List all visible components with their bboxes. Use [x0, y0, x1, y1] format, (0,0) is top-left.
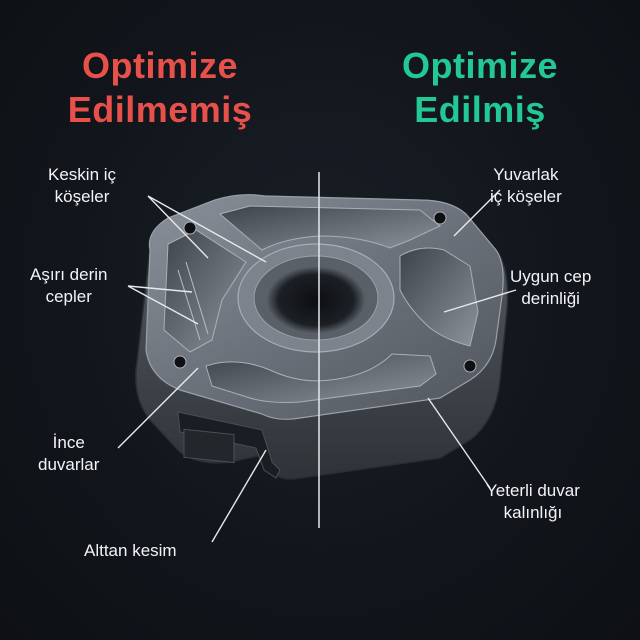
leader-sharp-corners-1 [147, 195, 209, 259]
pocket-right [399, 247, 479, 347]
label-rounded-corners: Yuvarlak iç köşeler [490, 164, 562, 208]
pocket-top [218, 205, 441, 251]
leader-sufficient-wall [427, 397, 491, 489]
label-deep-pockets-line1: Aşırı derin [30, 265, 108, 284]
label-proper-depth-line2: derinliği [521, 289, 580, 308]
central-bore [237, 243, 395, 353]
title-unoptimized-line2: Edilmemiş [67, 89, 253, 130]
label-undercut-line1: Alttan kesim [84, 541, 177, 560]
label-rounded-corners-line1: Yuvarlak [493, 165, 559, 184]
label-rounded-corners-line2: iç köşeler [490, 187, 562, 206]
label-deep-pockets: Aşırı derin cepler [30, 264, 107, 308]
label-sharp-corners-line2: köşeler [54, 187, 110, 206]
leader-lines-left [117, 195, 267, 543]
pocket-left [163, 229, 247, 353]
bolt-holes [173, 211, 477, 373]
title-optimized: Optimize Edilmiş [350, 44, 610, 132]
leader-rounded-corners [453, 189, 501, 237]
leader-thin-walls [117, 367, 199, 449]
leader-lines-right [427, 189, 517, 489]
label-thin-walls-line1: İnce [52, 433, 85, 452]
label-thin-walls: İnce duvarlar [38, 432, 99, 476]
label-undercut: Alttan kesim [84, 540, 177, 562]
label-sufficient-wall-line1: Yeterli duvar [486, 481, 580, 500]
title-optimized-line2: Edilmiş [414, 89, 546, 130]
label-sufficient-wall: Yeterli duvar kalınlığı [486, 480, 580, 524]
label-proper-depth-line1: Uygun cep [510, 267, 592, 286]
label-sharp-corners-line1: Keskin iç [48, 165, 117, 184]
title-unoptimized-line1: Optimize [81, 45, 238, 86]
label-thin-walls-line2: duvarlar [38, 455, 100, 474]
pocket-bottom [205, 353, 437, 403]
leader-undercut [211, 449, 267, 543]
label-sufficient-wall-line2: kalınlığı [503, 503, 563, 522]
label-deep-pockets-line2: cepler [45, 287, 92, 306]
label-sharp-corners: Keskin iç köşeler [48, 164, 116, 208]
label-proper-depth: Uygun cep derinliği [510, 266, 591, 310]
title-optimized-line1: Optimize [401, 45, 558, 86]
title-unoptimized: Optimize Edilmemiş [30, 44, 290, 132]
leader-deep-pockets-2 [127, 285, 199, 325]
leader-proper-depth [443, 289, 517, 313]
leader-sharp-corners-2 [147, 195, 267, 263]
leader-deep-pockets-1 [127, 285, 193, 293]
